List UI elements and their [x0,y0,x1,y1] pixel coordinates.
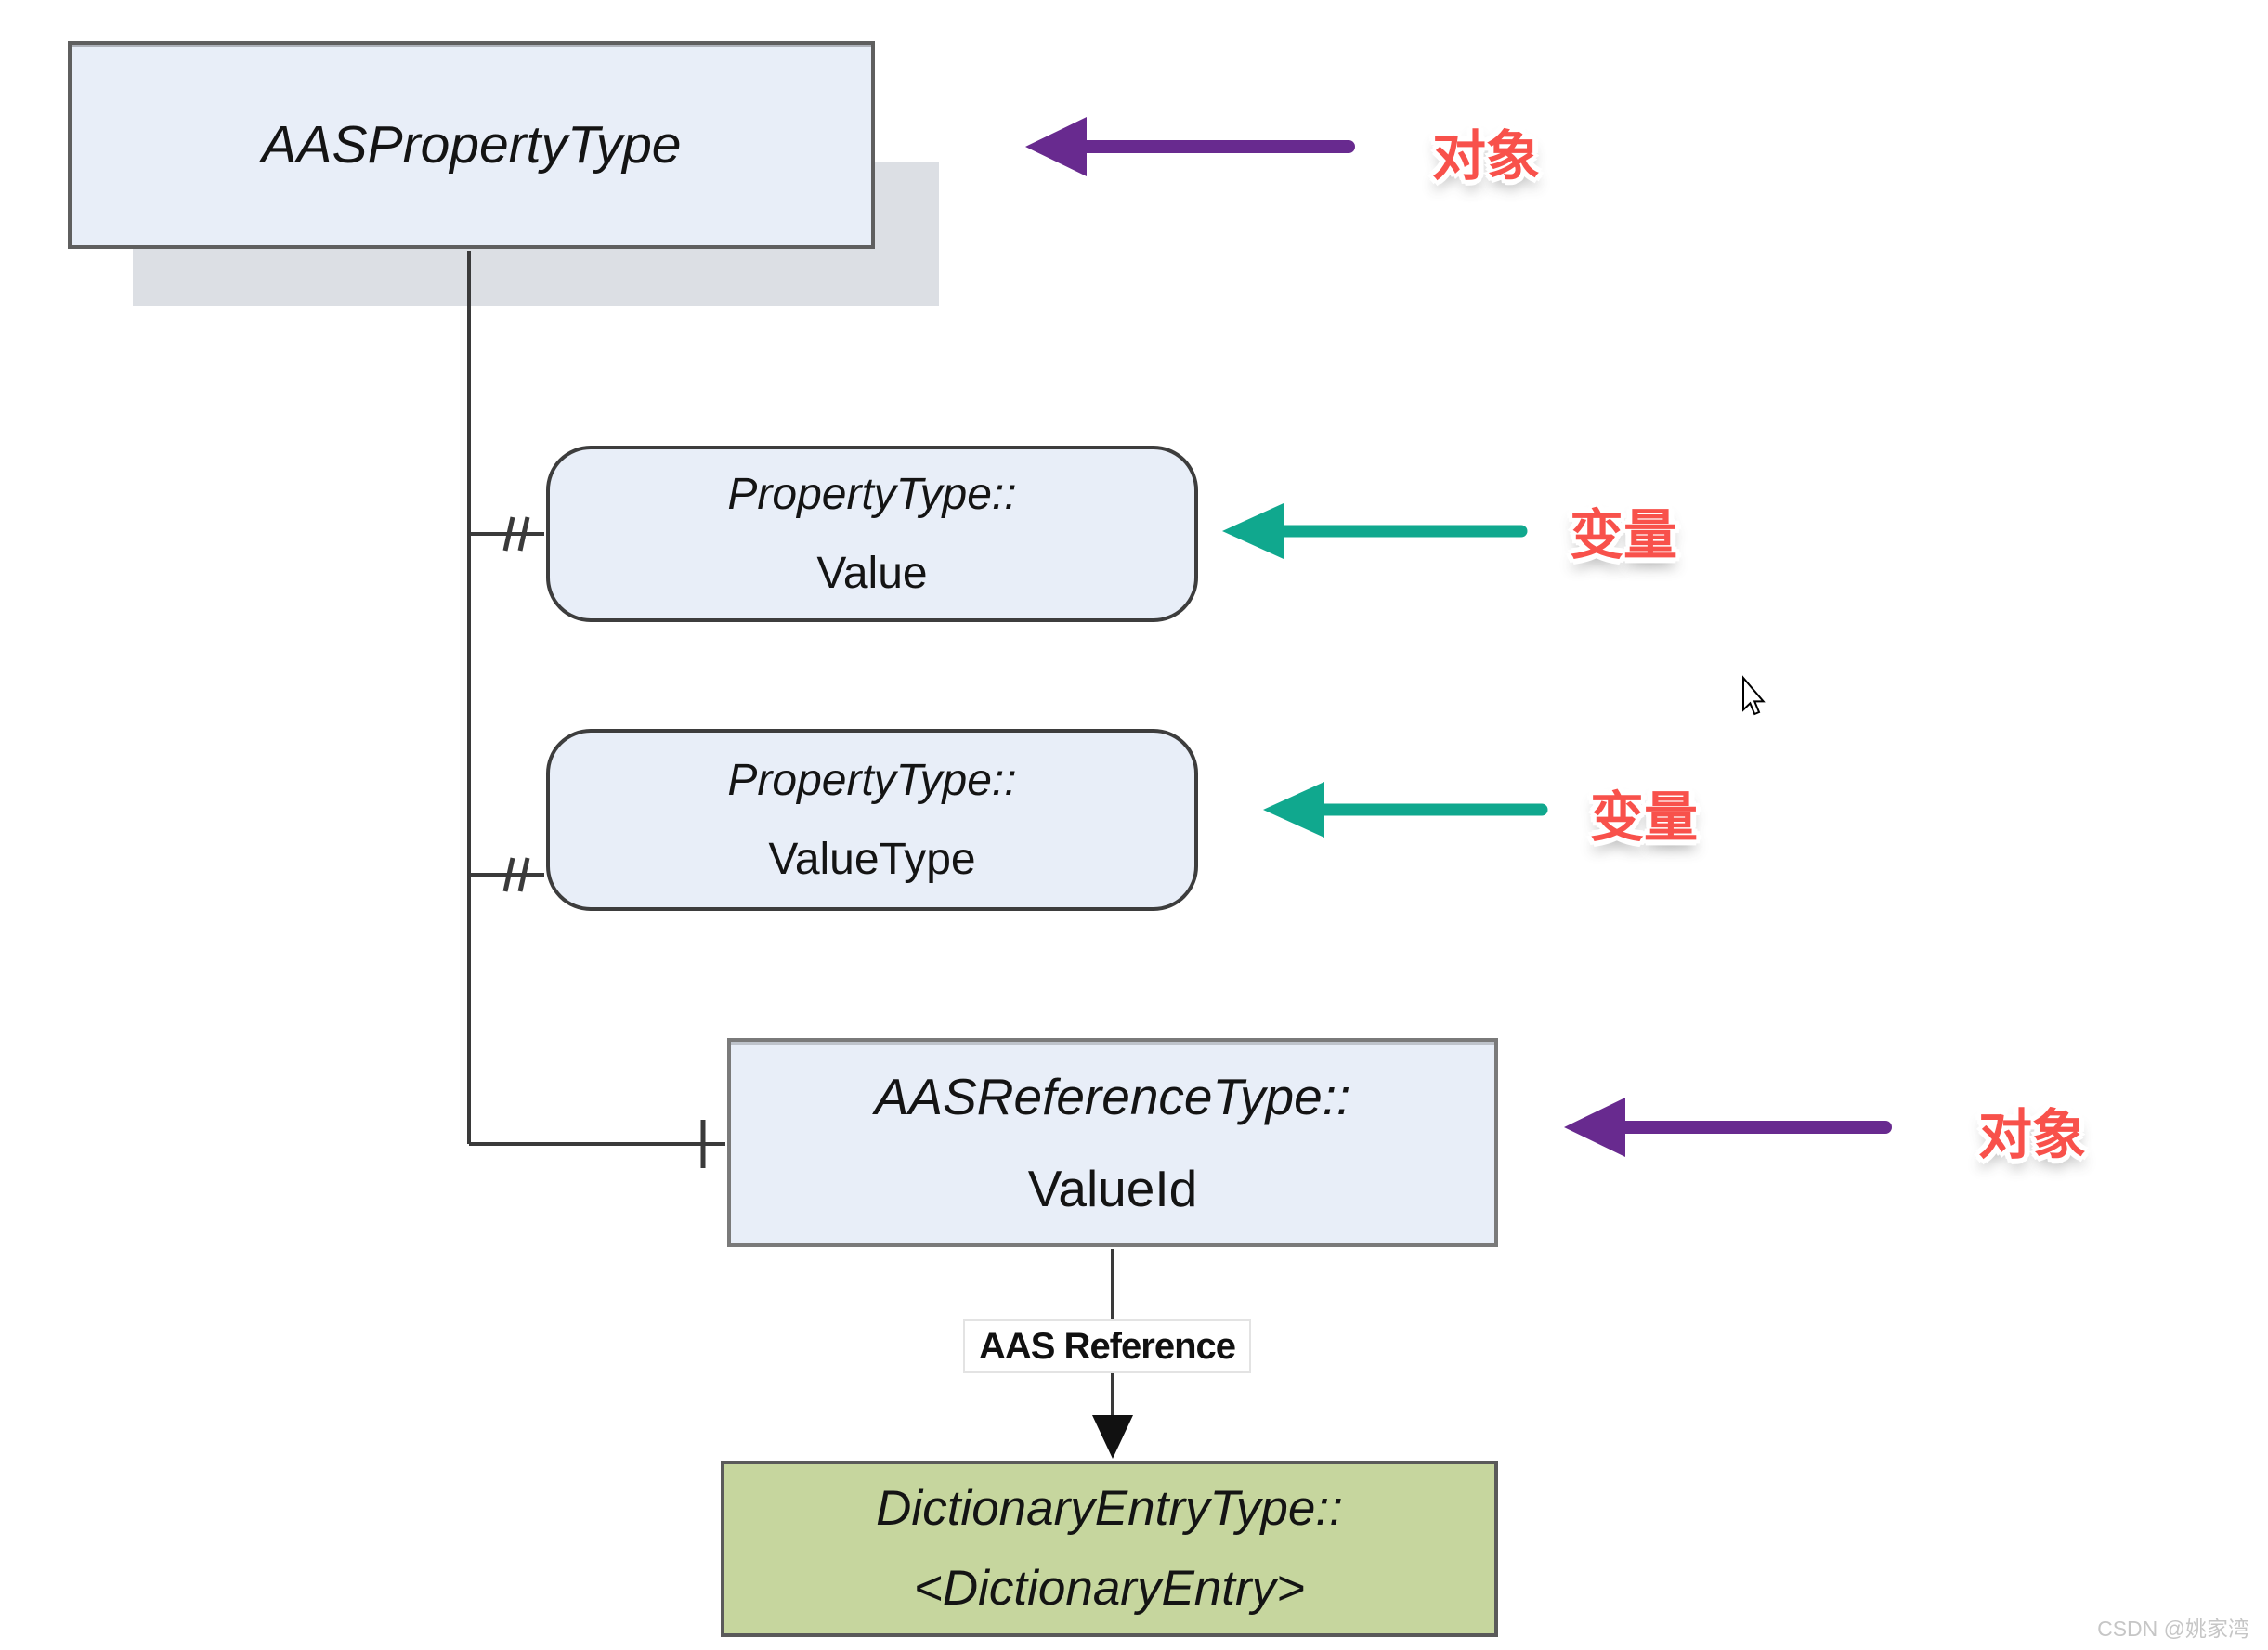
csdn-watermark: CSDN @姚家湾 [2097,1617,2249,1641]
aas-reference-edge-label: AAS Reference [963,1319,1251,1373]
reference-arrowhead-icon [1092,1415,1133,1459]
node-aas-reference-type-value-id: AASReferenceType:: ValueId [727,1038,1498,1247]
annotation-variable-value-type: 变量 [1589,787,1699,848]
node-aas-property-type-label: AASPropertyType [261,115,682,175]
node-property-type-value-type-type-name: PropertyType:: [727,756,1017,805]
node-property-type-value: PropertyType:: Value [546,446,1198,622]
annotation-object-value-id: 对象 [1977,1105,2087,1165]
node-dictionary-entry-type-member: <DictionaryEntry> [913,1561,1306,1616]
annotation-variable-value: 变量 [1569,505,1678,565]
node-property-type-value-type: PropertyType:: ValueType [546,729,1198,911]
hierarchy-connector-lines [467,251,725,1168]
node-property-type-value-type-member: ValueType [768,835,976,884]
variable-arrow-valuetype-icon [1263,782,1548,838]
node-property-type-value-member: Value [816,549,928,598]
object-arrow-top-icon [1025,117,1355,176]
variable-arrow-value-icon [1222,503,1528,559]
node-aas-reference-type-member: ValueId [1027,1159,1198,1217]
node-dictionary-entry-type: DictionaryEntryType:: <DictionaryEntry> [721,1461,1498,1637]
annotation-object-top: 对象 [1431,126,1541,187]
node-aas-property-type: AASPropertyType [68,41,875,249]
object-arrow-valueid-icon [1564,1098,1892,1157]
node-dictionary-entry-type-type-name: DictionaryEntryType:: [876,1481,1343,1536]
node-property-type-value-type-name: PropertyType:: [727,470,1017,519]
node-aas-reference-type-type-name: AASReferenceType:: [874,1067,1351,1125]
mouse-cursor-icon [1742,675,1766,716]
